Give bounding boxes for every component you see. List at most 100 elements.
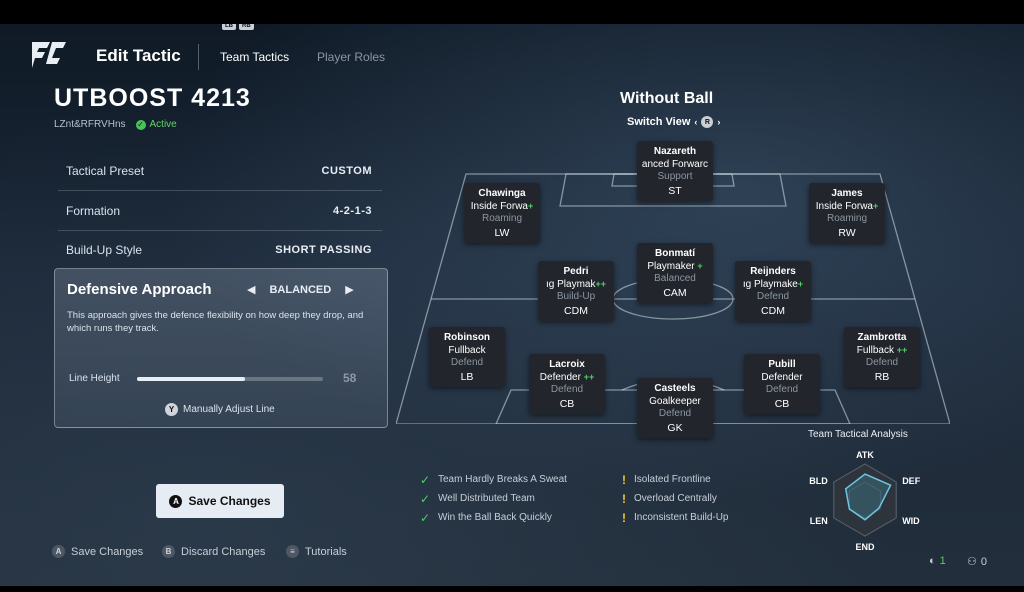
shoulder-buttons: LB RB [222,24,254,30]
save-changes-button[interactable]: A Save Changes [156,484,284,518]
warning-icon: ! [622,491,626,506]
status-count: 0 [980,555,987,568]
status-indicator-left: ◐ 1 [929,555,946,567]
setting-row-tactical-preset[interactable]: Tactical Preset CUSTOM [58,152,382,191]
setting-row-build-up-style[interactable]: Build-Up Style SHORT PASSING [58,231,382,269]
status-badge: ✓ Active [135,119,177,130]
list-item: ✓Win the Ball Back Quickly [420,510,552,525]
player-name: Zambrotta [857,332,907,343]
player-card-lw[interactable]: Chawinga Inside Forwa+ Roaming LW [464,183,540,243]
manually-adjust-line-button[interactable]: Y Manually Adjust Line [165,403,275,416]
footer-tutorials[interactable]: ≡ Tutorials [286,545,347,558]
setting-row-formation[interactable]: Formation 4-2-1-3 [58,192,382,231]
lb-button-icon: LB [222,24,236,30]
setting-label: Formation [66,204,121,218]
player-focus: Roaming [481,213,523,224]
tab-team-tactics[interactable]: Team Tactics [220,50,290,64]
player-card-cb-right[interactable]: Pubill Defender Defend CB [744,354,820,414]
switch-view-control[interactable]: Switch View ‹ R › [627,116,720,128]
rb-button-icon: RB [239,24,254,30]
check-circle-icon: ✓ [135,119,146,130]
player-card-cam[interactable]: Bonmatí Playmaker + Balanced CAM [637,243,713,303]
player-card-cdm-right[interactable]: Reijnders ıg Playmake+ Defend CDM [735,261,811,321]
player-focus: Support [657,171,693,182]
defensive-approach-selector[interactable]: ◀ BALANCED ▶ [247,283,354,297]
radar-label-bld: BLD [809,476,828,486]
warning-icon: ! [622,510,626,525]
player-name: Robinson [443,332,491,343]
footer-discard-changes[interactable]: B Discard Changes [162,545,265,558]
setting-label: Tactical Preset [66,164,145,178]
status-label: Active [149,119,177,130]
check-icon: ✓ [420,472,431,487]
tab-player-roles[interactable]: Player Roles [317,50,386,64]
player-focus: Balanced [654,273,696,284]
player-role: anced Forwarc [641,159,709,170]
line-height-slider[interactable] [137,377,323,381]
radar-label-atk: ATK [856,450,874,460]
arrow-left-icon[interactable]: ◀ [247,284,256,296]
defensive-approach-card[interactable]: Defensive Approach ◀ BALANCED ▶ This app… [54,268,388,428]
defensive-approach-title: Defensive Approach [67,281,212,298]
player-role: ıg Playmake+ [742,279,804,290]
check-icon: ✓ [420,510,431,525]
switch-view-label: Switch View [627,116,691,128]
player-card-rb[interactable]: Zambrotta Fullback ++ Defend RB [844,327,920,387]
users-icon: ⚇ [967,556,977,568]
player-position: RW [838,227,856,239]
player-focus: Defend [658,408,692,419]
status-count: 1 [939,555,946,567]
player-card-cb-left[interactable]: Lacroix Defender ++ Defend CB [529,354,605,414]
tactic-code: LZnt&RFRVHns [54,119,126,130]
player-role: Defender [761,372,803,383]
edit-tactic-screen: Edit Tactic LB RB Team Tactics Player Ro… [0,24,1024,586]
manually-adjust-line-label: Manually Adjust Line [183,404,275,415]
player-position: CB [559,398,575,410]
radar-outer-hex [833,463,897,537]
player-position: LW [494,227,510,239]
save-changes-label: Save Changes [188,494,271,508]
radar-label-end: END [855,542,875,552]
player-position: LB [460,371,474,383]
fc-logo-icon [32,42,66,68]
player-position: CB [774,398,790,410]
player-card-cdm-left[interactable]: Pedri ıg Playmak++ Build-Up CDM [538,261,614,321]
chevron-right-icon: › [717,117,721,127]
player-name: James [831,188,863,199]
radar-label-len: LEN [810,516,828,526]
player-card-lb[interactable]: Robinson Fullback Defend LB [429,327,505,387]
a-button-icon: A [52,545,65,558]
player-position: RB [874,371,890,383]
player-card-st[interactable]: Nazareth anced Forwarc Support ST [637,141,713,201]
line-height-value: 58 [343,371,357,385]
player-focus: Defend [756,291,790,302]
player-focus: Defend [765,384,799,395]
player-card-gk[interactable]: Casteels Goalkeeper Defend GK [637,378,713,438]
strengths-list: ✓Team Hardly Breaks A Sweat ✓Well Distri… [420,470,567,527]
line-height-label: Line Height [69,373,120,384]
line-height-slider-fill [137,377,245,381]
radar-mid-hex [849,481,881,519]
player-card-rw[interactable]: James Inside Forwa+ Roaming RW [809,183,885,243]
weaknesses-list: !Isolated Frontline !Overload Centrally … [620,470,729,527]
player-name: Pubill [768,359,796,370]
player-role: Fullback [448,345,486,356]
player-name: Lacroix [549,359,585,370]
player-position: CDM [761,305,785,317]
setting-value: 4-2-1-3 [333,205,372,217]
player-position: ST [668,185,682,197]
player-focus: Build-Up [556,291,596,302]
list-item: !Overload Centrally [622,491,717,506]
signal-icon: ◐ [929,555,936,567]
player-role: Defender ++ [539,372,595,383]
warning-icon: ! [622,472,626,487]
footer-save-changes[interactable]: A Save Changes [52,545,143,558]
pitch-title: Without Ball [620,90,714,107]
setting-label: Build-Up Style [66,243,143,257]
a-button-icon: A [169,494,183,508]
chevron-left-icon: ‹ [694,117,698,127]
arrow-right-icon[interactable]: ▶ [345,284,354,296]
player-position: CDM [564,305,588,317]
radar-label-wid: WID [902,516,920,526]
menu-button-icon: ≡ [286,545,299,558]
